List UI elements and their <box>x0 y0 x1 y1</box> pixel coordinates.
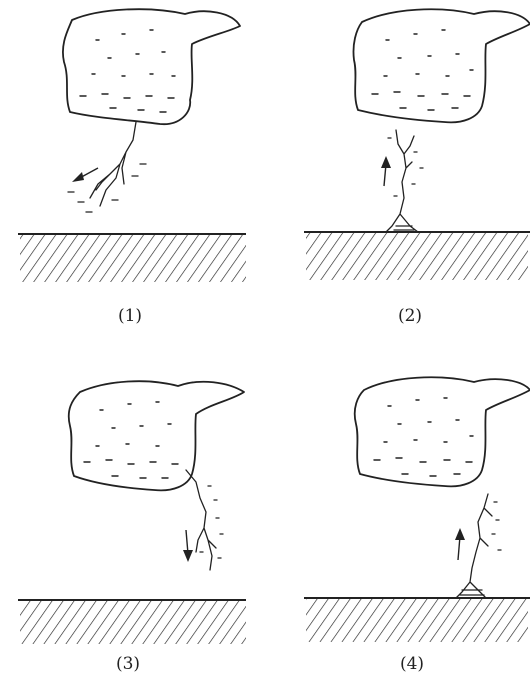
panel-caption-2: (2) <box>398 306 422 326</box>
stepped-leader <box>90 122 136 206</box>
direction-arrow <box>455 528 465 560</box>
ground-hatching <box>20 600 246 644</box>
thundercloud <box>355 377 530 486</box>
ground-hatching <box>306 232 528 280</box>
panel-caption-4: (4) <box>400 654 424 674</box>
return-stroke <box>456 494 492 598</box>
direction-arrow <box>72 168 98 182</box>
thundercloud <box>63 9 240 124</box>
panel-2 <box>304 9 530 280</box>
direction-arrow <box>381 156 391 186</box>
cloud-charges <box>374 398 473 476</box>
leader-charges <box>200 486 223 558</box>
cloud-charges <box>80 30 175 112</box>
ground-hatching <box>306 598 528 642</box>
cloud-charges <box>84 402 178 478</box>
direction-arrow <box>183 530 193 562</box>
ground-hatching <box>20 234 246 282</box>
return-stroke <box>386 130 418 232</box>
panel-3 <box>18 381 246 644</box>
panel-caption-3: (3) <box>116 654 140 674</box>
thundercloud <box>353 9 530 122</box>
panel-caption-1: (1) <box>118 306 142 326</box>
cloud-charges <box>372 30 473 110</box>
thundercloud <box>69 381 244 490</box>
panel-4 <box>304 377 530 642</box>
panel-1 <box>18 9 246 282</box>
